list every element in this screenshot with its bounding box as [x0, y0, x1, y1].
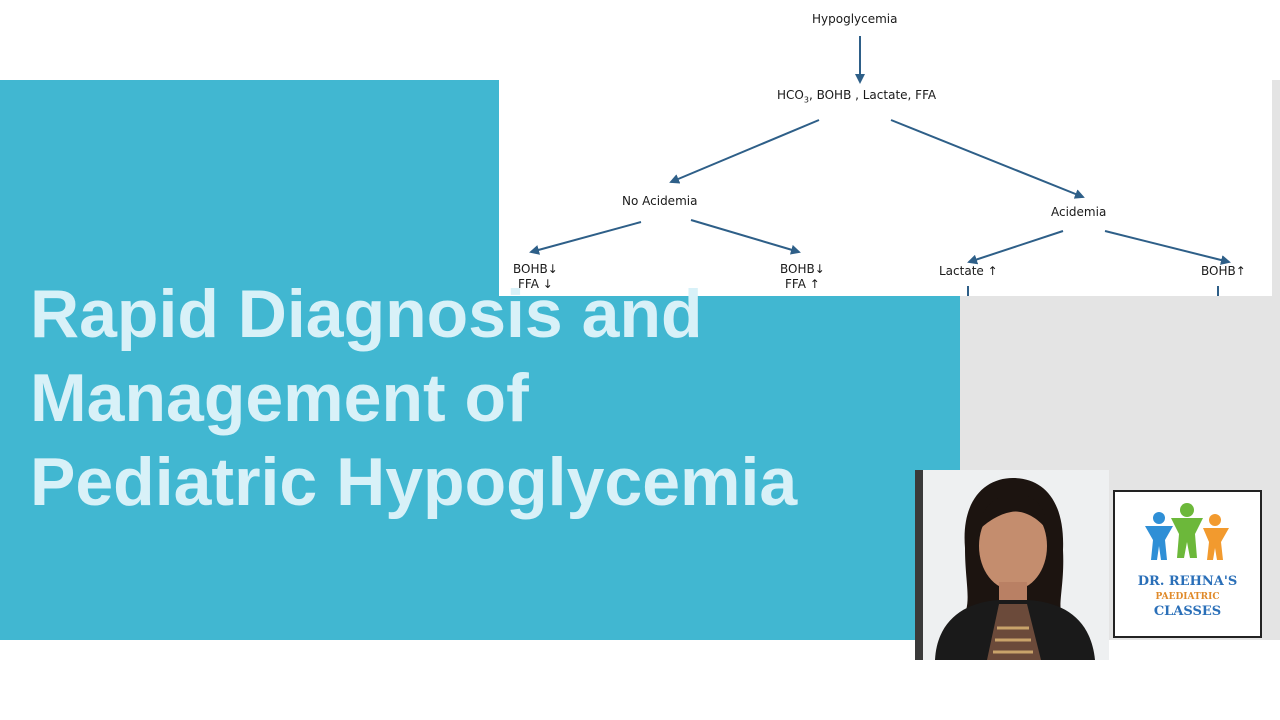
node-no-acidemia: No Acidemia [622, 194, 698, 208]
node-leaf2-line2: FFA ↑ [785, 277, 820, 291]
node-leaf1: BOHB↓ FFA ↓ [513, 262, 558, 292]
node-leaf1-line2: FFA ↓ [518, 277, 553, 291]
node-leaf2-line1: BOHB↓ [780, 262, 825, 276]
arrow-to-leaf3 [967, 230, 1064, 265]
clinic-logo: DR. REHNA'S PAEDIATRIC CLASSES [1113, 490, 1262, 638]
presenter-photo [915, 470, 1109, 660]
arrow-to-leaf1 [529, 221, 642, 255]
logo-line-3: CLASSES [1153, 604, 1222, 619]
flowchart-image: Hypoglycemia HCO3, BOHB , Lactate, FFA N… [499, 0, 1272, 296]
slide-title: Rapid Diagnosis and Management of Pediat… [30, 272, 930, 524]
arrow-to-acidemia [890, 119, 1085, 199]
arrow-to-leaf2 [690, 219, 801, 255]
node-acidemia: Acidemia [1051, 205, 1107, 219]
logo-figures-icon [1145, 503, 1229, 560]
title-line-2: Management of [30, 360, 529, 436]
node-tests-sub: 3 [803, 95, 809, 105]
presenter-portrait [915, 470, 1109, 660]
arrow-to-leaf4 [1104, 230, 1231, 265]
node-tests-rest: , BOHB , Lactate, FFA [808, 88, 937, 102]
logo-line-2: PAEDIATRIC [1155, 592, 1220, 602]
node-tests: HCO3, BOHB , Lactate, FFA [777, 88, 936, 107]
flowchart-arrows [529, 36, 1231, 296]
node-leaf1-line1: BOHB↓ [513, 262, 558, 276]
arrow-to-no-acidemia [669, 119, 820, 184]
node-hypoglycemia: Hypoglycemia [812, 12, 898, 26]
node-leaf4: BOHB↑ [1201, 264, 1246, 278]
logo-line-1: DR. REHNA'S [1137, 574, 1238, 589]
node-leaf3: Lactate ↑ [939, 264, 998, 278]
node-leaf2: BOHB↓ FFA ↑ [780, 262, 825, 292]
title-line-3: Pediatric Hypoglycemia [30, 444, 798, 520]
node-tests-prefix: HCO [777, 88, 804, 102]
title-line-1: Rapid Diagnosis and [30, 276, 703, 352]
